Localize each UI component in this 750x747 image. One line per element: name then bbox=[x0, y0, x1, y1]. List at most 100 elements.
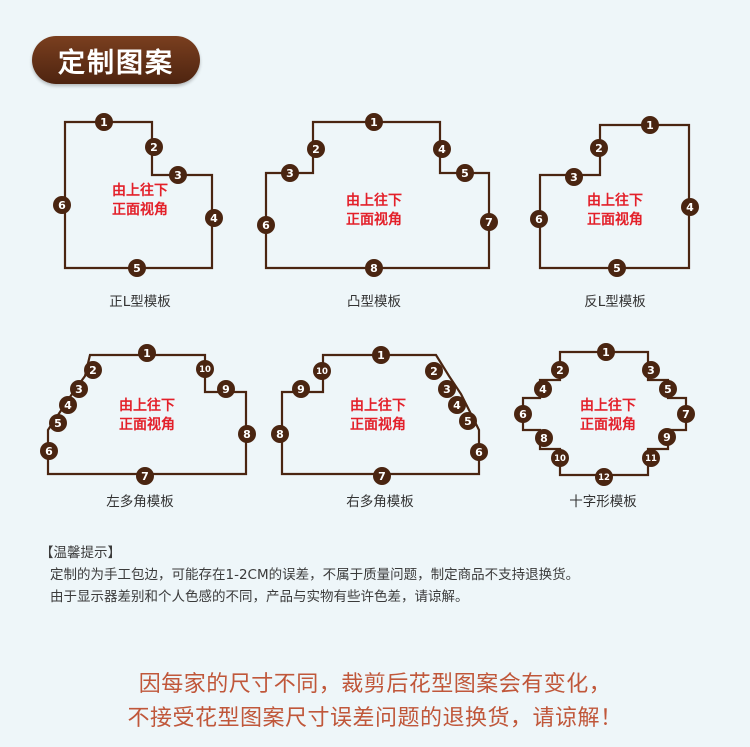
badge-number: 4 bbox=[438, 143, 446, 156]
badge-circle bbox=[372, 346, 390, 364]
edge-number-badge: 11 bbox=[642, 449, 660, 467]
badge-number: 9 bbox=[297, 383, 305, 396]
badge-circle bbox=[196, 360, 214, 378]
badge-number: 8 bbox=[370, 262, 378, 275]
badge-circle bbox=[49, 414, 67, 432]
section-title: 定制图案 bbox=[58, 47, 174, 79]
warm-tips-line-2: 由于显示器差别和个人色感的不同，产品与实物有些许色差，请谅解。 bbox=[50, 589, 469, 605]
edge-number-badge: 6 bbox=[257, 216, 275, 234]
badge-circle bbox=[658, 428, 676, 446]
badge-circle bbox=[514, 405, 532, 423]
badge-number: 2 bbox=[89, 364, 97, 377]
edge-number-badge: 3 bbox=[565, 168, 583, 186]
edge-number-badge: 2 bbox=[307, 140, 325, 158]
edge-number-badge: 5 bbox=[456, 164, 474, 182]
badge-circle bbox=[313, 362, 331, 380]
edge-number-badge: 3 bbox=[70, 380, 88, 398]
template-caption: 凸型模板 bbox=[347, 294, 401, 310]
view-direction-text: 正面视角 bbox=[580, 416, 636, 433]
badge-number: 5 bbox=[664, 383, 672, 396]
badge-number: 3 bbox=[174, 169, 182, 182]
badge-number: 1 bbox=[100, 116, 108, 129]
edge-number-badge: 6 bbox=[40, 442, 58, 460]
badge-number: 7 bbox=[378, 470, 386, 483]
edge-number-badge: 4 bbox=[59, 396, 77, 414]
edge-number-badge: 8 bbox=[271, 425, 289, 443]
edge-number-badge: 8 bbox=[365, 259, 383, 277]
edge-number-badge: 9 bbox=[292, 380, 310, 398]
section-title-badge: 定制图案 bbox=[32, 36, 200, 84]
edge-number-badge: 5 bbox=[459, 412, 477, 430]
edge-number-badge: 7 bbox=[373, 467, 391, 485]
edge-number-badge: 10 bbox=[551, 449, 569, 467]
badge-circle bbox=[534, 380, 552, 398]
edge-number-badge: 5 bbox=[608, 259, 626, 277]
badge-number: 6 bbox=[45, 445, 53, 458]
badge-number: 2 bbox=[312, 143, 320, 156]
badge-number: 2 bbox=[430, 365, 438, 378]
badge-number: 7 bbox=[682, 408, 690, 421]
badge-circle bbox=[677, 405, 695, 423]
edge-number-badge: 1 bbox=[95, 113, 113, 131]
badge-circle bbox=[53, 196, 71, 214]
template-caption: 左多角模板 bbox=[106, 493, 174, 510]
badge-number: 8 bbox=[276, 428, 284, 441]
template-caption: 十字形模板 bbox=[569, 494, 637, 510]
badge-circle bbox=[238, 425, 256, 443]
badge-circle bbox=[595, 468, 613, 486]
edge-number-badge: 1 bbox=[597, 343, 615, 361]
warm-tips-heading: 【温馨提示】 bbox=[40, 545, 121, 561]
badge-number: 6 bbox=[58, 199, 66, 212]
view-direction-text: 由上往下 bbox=[350, 397, 406, 414]
badge-circle bbox=[438, 380, 456, 398]
edge-number-badge: 6 bbox=[514, 405, 532, 423]
template-outline bbox=[46, 353, 248, 476]
badge-number: 5 bbox=[613, 262, 621, 275]
badge-circle bbox=[70, 380, 88, 398]
badge-circle bbox=[138, 344, 156, 362]
badge-circle bbox=[456, 164, 474, 182]
edge-number-badge: 8 bbox=[535, 429, 553, 447]
badge-circle bbox=[136, 467, 154, 485]
view-direction-text: 由上往下 bbox=[346, 192, 402, 209]
edge-number-badge: 9 bbox=[217, 380, 235, 398]
warm-tips: 【温馨提示】 定制的为手工包边，可能存在1-2CM的误差，不属于质量问题，制定商… bbox=[40, 542, 730, 608]
edge-number-badge: 2 bbox=[145, 138, 163, 156]
badge-circle bbox=[40, 442, 58, 460]
badge-circle bbox=[257, 216, 275, 234]
badge-number: 4 bbox=[210, 212, 218, 225]
badge-number: 4 bbox=[64, 399, 72, 412]
badge-circle bbox=[597, 343, 615, 361]
edge-number-badge: 2 bbox=[425, 362, 443, 380]
badge-number: 8 bbox=[243, 428, 251, 441]
badge-number: 5 bbox=[54, 417, 62, 430]
badge-circle bbox=[448, 396, 466, 414]
badge-number: 3 bbox=[570, 171, 578, 184]
edge-number-badge: 3 bbox=[438, 380, 456, 398]
edge-number-badge: 4 bbox=[534, 380, 552, 398]
badge-circle bbox=[608, 259, 626, 277]
badge-circle bbox=[95, 113, 113, 131]
badge-number: 6 bbox=[535, 213, 543, 226]
badge-number: 3 bbox=[75, 383, 83, 396]
edge-number-badge: 9 bbox=[658, 428, 676, 446]
view-direction-text: 由上往下 bbox=[119, 397, 175, 414]
badge-number: 9 bbox=[222, 383, 230, 396]
badge-number: 6 bbox=[262, 219, 270, 232]
view-direction-text: 由上往下 bbox=[580, 397, 636, 414]
badge-circle bbox=[271, 425, 289, 443]
badge-circle bbox=[470, 443, 488, 461]
edge-number-badge: 3 bbox=[642, 361, 660, 379]
view-direction-text: 由上往下 bbox=[112, 182, 168, 199]
badge-number: 5 bbox=[461, 167, 469, 180]
edge-number-badge: 4 bbox=[681, 198, 699, 216]
edge-number-badge: 5 bbox=[659, 380, 677, 398]
template-caption: 右多角模板 bbox=[346, 493, 414, 510]
edge-number-badge: 7 bbox=[677, 405, 695, 423]
badge-number: 6 bbox=[475, 446, 483, 459]
